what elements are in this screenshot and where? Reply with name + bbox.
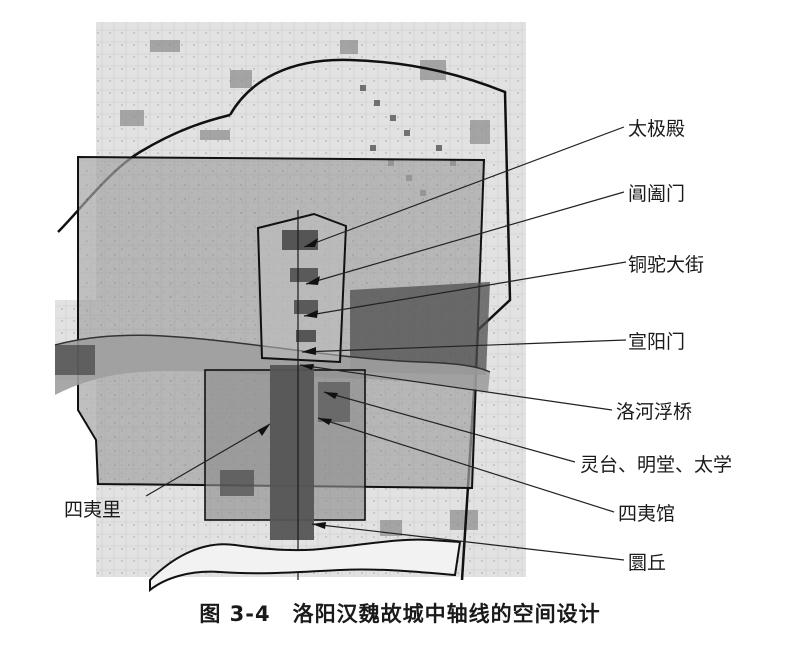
arrow-siyiguan bbox=[318, 418, 332, 425]
arrow-fuqiao bbox=[300, 364, 314, 370]
pointer-yuanqiu bbox=[311, 523, 625, 561]
label-lingtai-mingtang-taixue: 灵台、明堂、太学 bbox=[580, 454, 733, 476]
arrow-tongtuo bbox=[304, 310, 318, 318]
southern-zone bbox=[204, 365, 366, 540]
label-changhe-gate: 阊阖门 bbox=[628, 183, 686, 205]
label-tongtuo-street: 铜驼大街 bbox=[628, 254, 705, 276]
south-river bbox=[149, 538, 462, 593]
label-siyi-guan: 四夷馆 bbox=[618, 503, 676, 525]
arrow-xuanyang bbox=[302, 347, 316, 355]
figure-number: 图 3-4 bbox=[199, 602, 271, 626]
arrow-siyili bbox=[258, 424, 270, 436]
city-boundary bbox=[228, 58, 512, 581]
pointer-siyiguan bbox=[317, 417, 615, 513]
label-taiji-hall: 太极殿 bbox=[628, 118, 686, 140]
figure-caption: 图 3-4 洛阳汉魏故城中轴线的空间设计 bbox=[0, 598, 800, 628]
arrow-heads bbox=[258, 238, 338, 529]
arrow-taiji bbox=[304, 238, 318, 247]
pointer-lines bbox=[145, 126, 627, 561]
arrow-yuanqiu bbox=[312, 522, 326, 529]
pointer-xuanyang bbox=[301, 339, 627, 353]
east-block bbox=[350, 282, 490, 375]
palace-enclosure bbox=[256, 212, 348, 364]
label-yuanqiu: 圜丘 bbox=[628, 552, 667, 574]
pointer-tongtuo bbox=[303, 261, 627, 317]
label-siyi-li: 四夷里 bbox=[64, 499, 122, 521]
label-luo-floating-bridge: 洛河浮桥 bbox=[616, 401, 693, 423]
pointer-fuqiao bbox=[299, 364, 613, 411]
label-xuanyang-gate: 宣阳门 bbox=[628, 331, 686, 353]
pointer-lingtai bbox=[323, 391, 576, 463]
arrow-lingtai bbox=[324, 392, 338, 399]
pointer-siyili bbox=[145, 423, 271, 497]
arrow-changhe bbox=[306, 276, 320, 285]
figure-title: 洛阳汉魏故城中轴线的空间设计 bbox=[292, 602, 601, 626]
pointer-changhe bbox=[305, 191, 625, 285]
pointer-taiji bbox=[303, 126, 625, 248]
